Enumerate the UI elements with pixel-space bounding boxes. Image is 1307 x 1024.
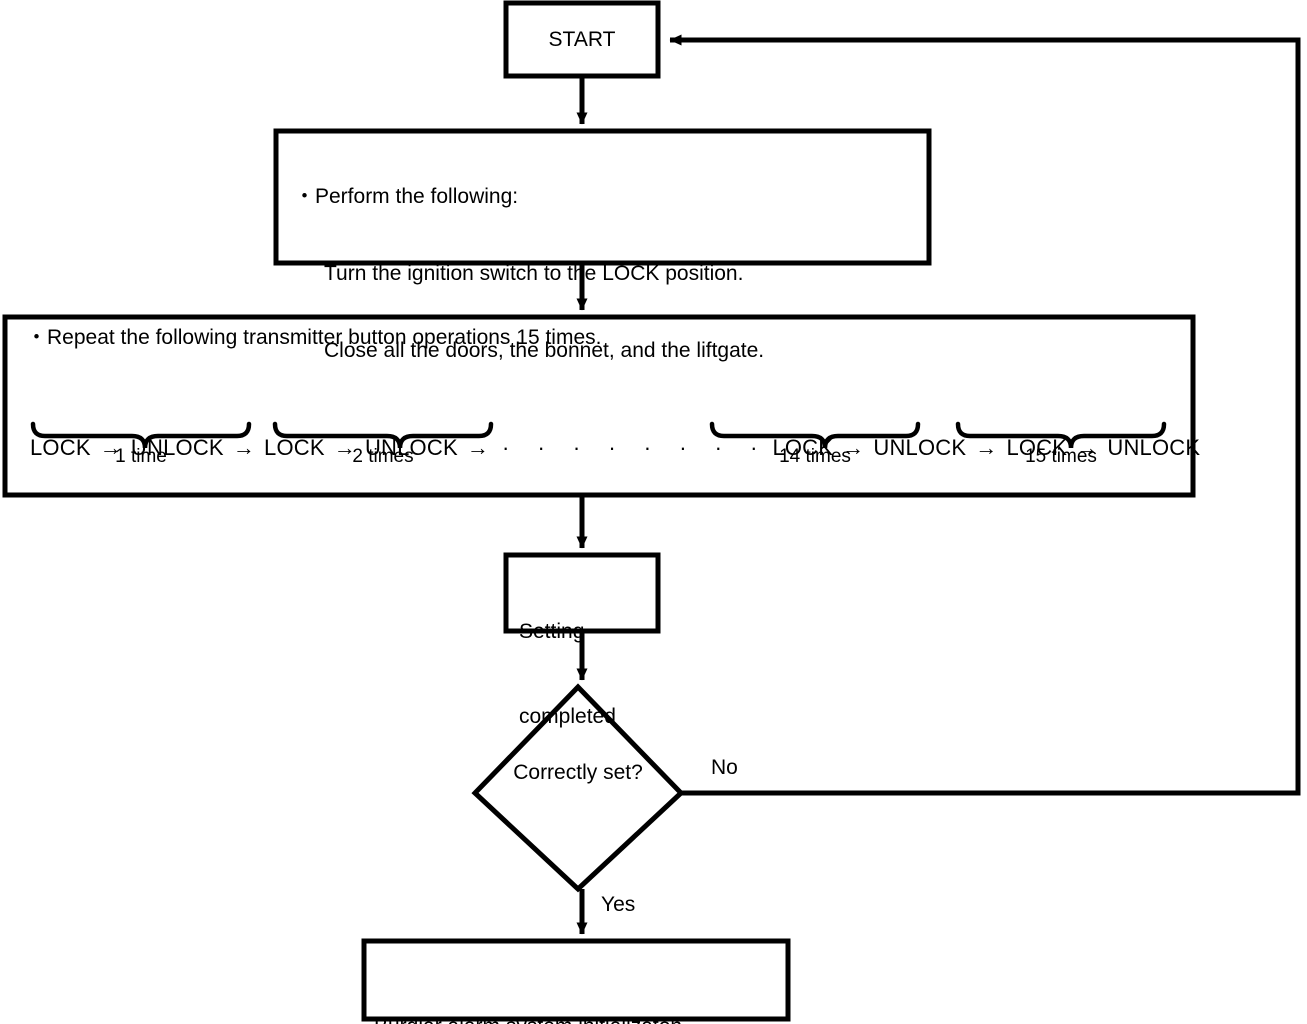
instruction-line-3: Close all the doors, the bonnet, and the…: [324, 339, 765, 362]
node-setting-completed-label: Setting completed: [519, 561, 616, 788]
instruction-line-2: Turn the ignition switch to the LOCK pos…: [324, 262, 744, 285]
instruction-line-1: ・Perform the following:: [294, 186, 764, 207]
seq-14-lock: LOCK: [772, 435, 834, 460]
seq-arrow-2: →: [232, 435, 256, 460]
brace-group-15: [955, 421, 1167, 449]
seq-arrow-1: →: [99, 435, 122, 460]
node-decision-shape: [471, 683, 685, 893]
setting-completed-line-1: Setting: [519, 619, 585, 643]
edge-label-yes: Yes: [601, 893, 636, 916]
final-line-1: Burglar alarm system initializaton: [374, 1013, 682, 1024]
brace-group-14: [709, 421, 921, 449]
seq-2-lock: LOCK: [264, 435, 325, 460]
brace-label-15: 15 times: [1025, 446, 1097, 467]
setting-completed-line-2: completed: [519, 704, 616, 728]
seq-1-lock: LOCK: [30, 435, 91, 460]
node-final-label: Burglar alarm system initializaton setti…: [374, 955, 682, 1024]
node-repeat-heading: ・Repeat the following transmitter button…: [26, 327, 601, 348]
seq-ellipsis: · · · · · · · ·: [502, 435, 769, 460]
brace-label-2: 2 times: [352, 446, 414, 467]
brace-group-1: [30, 421, 252, 449]
edge-label-no: No: [711, 756, 738, 779]
node-instruction-text: ・Perform the following: Turn the ignitio…: [294, 144, 764, 417]
seq-15-lock: LOCK: [1006, 435, 1068, 460]
node-final-shape: [361, 938, 791, 1022]
node-repeat-shape: [2, 314, 1196, 498]
node-setting-completed-shape: [503, 552, 661, 634]
seq-1-unlock: UNLOCK: [130, 435, 224, 460]
node-instruction-shape: [273, 128, 932, 266]
seq-arrow-6: →: [975, 435, 998, 460]
sequence-flow: LOCK → UNLOCK → LOCK → UNLOCK → · · · · …: [30, 437, 1200, 459]
seq-arrow-4: →: [466, 435, 490, 460]
edge-decision-no-to-start: [669, 34, 1301, 796]
repeat-heading-text: Repeat the following transmitter button …: [47, 326, 602, 349]
brace-group-2: [272, 421, 494, 449]
seq-14-unlock: UNLOCK: [873, 435, 967, 460]
seq-arrow-3: →: [333, 435, 356, 460]
repeat-bullet: ・: [26, 326, 47, 349]
brace-label-14: 14 times: [779, 446, 851, 467]
node-start-label: START: [548, 28, 616, 51]
node-decision-label: Correctly set?: [513, 761, 643, 784]
instruction-bullet: ・: [294, 185, 315, 208]
seq-arrow-5: →: [842, 435, 865, 460]
seq-2-unlock: UNLOCK: [364, 435, 458, 460]
instruction-line-1-text: Perform the following:: [315, 185, 519, 208]
transmitter-sequence-row: LOCK → UNLOCK → LOCK → UNLOCK → · · · · …: [30, 393, 1200, 503]
seq-15-unlock: UNLOCK: [1107, 435, 1201, 460]
brace-label-1: 1 time: [115, 446, 167, 467]
seq-arrow-7: →: [1076, 435, 1099, 460]
